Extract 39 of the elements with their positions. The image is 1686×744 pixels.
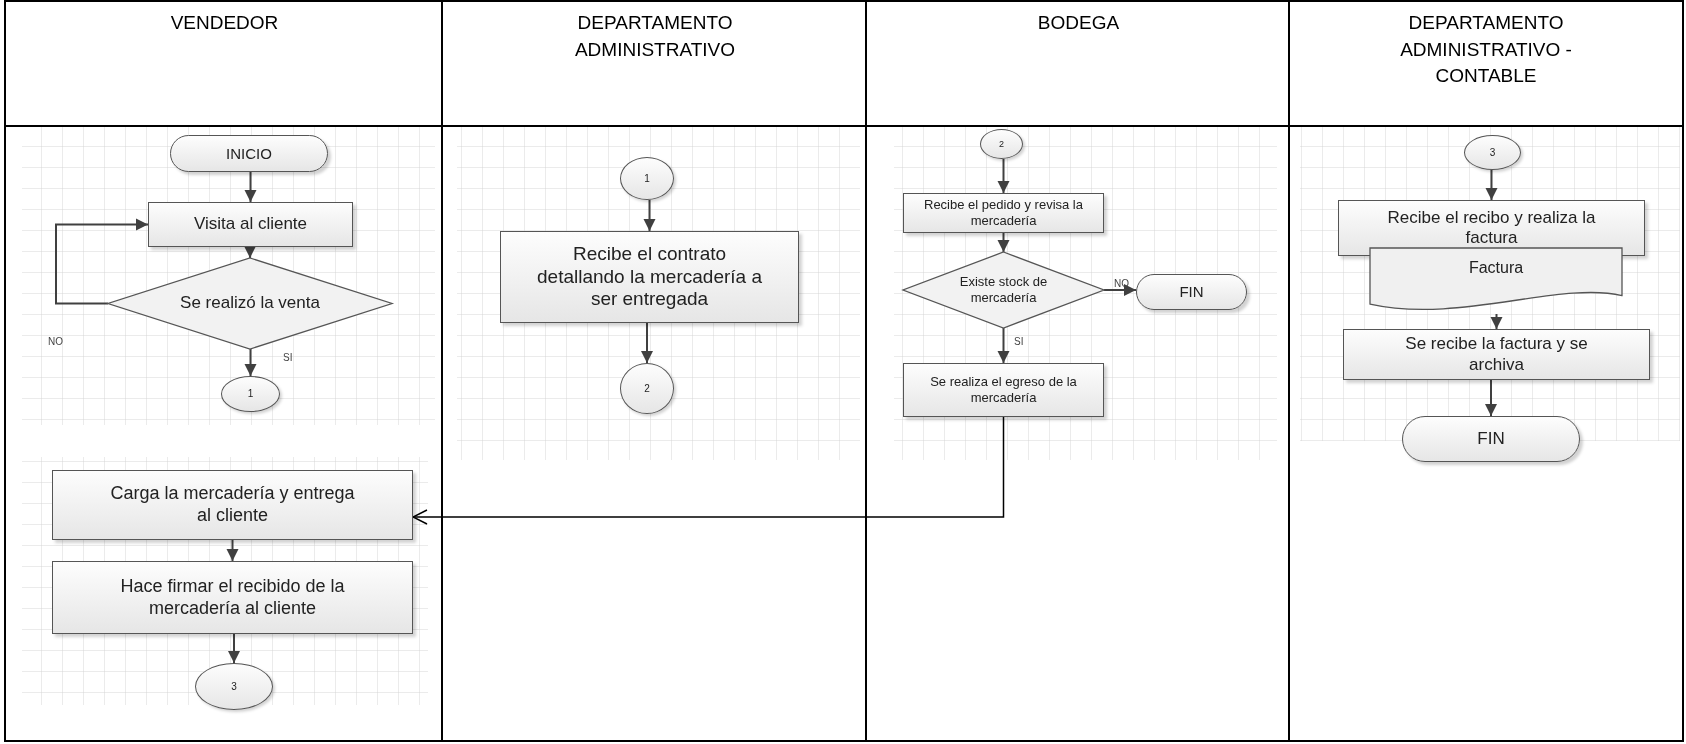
process-box: Recibe el contrato detallando la mercadería a ser entregada (500, 231, 799, 323)
lane-title: VENDEDOR (169, 11, 280, 35)
swimlane (865, 0, 1290, 742)
swimlane (1288, 0, 1684, 742)
arrow (997, 232, 1010, 253)
lane-title: BODEGA (1036, 11, 1121, 35)
arrow (226, 539, 239, 562)
swimlane (4, 0, 443, 742)
arrow (1485, 379, 1497, 417)
arrow (55, 218, 149, 305)
process-box: Hace firmar el recibido de la mercadería al cliente (52, 561, 413, 634)
decision-diamond: Existe stock de mercadería (903, 252, 1104, 328)
arrow (643, 199, 656, 232)
edge-label: SI (283, 352, 293, 363)
process-box: Recibe el pedido y revisa la mercadería (903, 193, 1104, 233)
arrow (244, 348, 257, 377)
lane-title: DEPARTAMENTO ADMINISTRATIVO (573, 11, 737, 62)
process-box: Se recibe la factura y se archiva (1343, 329, 1650, 380)
terminal-shape: INICIO (170, 135, 328, 172)
edge-label: NO (48, 336, 63, 347)
decision-diamond: Se realizó la venta (108, 258, 392, 349)
arrow (244, 171, 257, 203)
process-box: Carga la mercadería y entrega al cliente (52, 470, 413, 540)
arrow (1485, 169, 1498, 201)
terminal-shape: FIN (1136, 274, 1247, 310)
process-box: Visita al cliente (148, 202, 353, 247)
arrow (244, 246, 256, 259)
arrow (997, 158, 1010, 194)
edge-label: SI (1014, 336, 1024, 347)
terminal-shape: FIN (1402, 416, 1580, 462)
arrow (412, 416, 1005, 525)
process-box: Se realiza el egreso de la mercadería (903, 363, 1104, 417)
arrow (1103, 284, 1137, 296)
swimlane (441, 0, 867, 742)
arrow (997, 327, 1010, 364)
lane-title: DEPARTAMENTO ADMINISTRATIVO - CONTABLE (1399, 11, 1573, 89)
arrow (228, 633, 240, 664)
arrow (1490, 313, 1503, 330)
arrow (641, 322, 653, 364)
